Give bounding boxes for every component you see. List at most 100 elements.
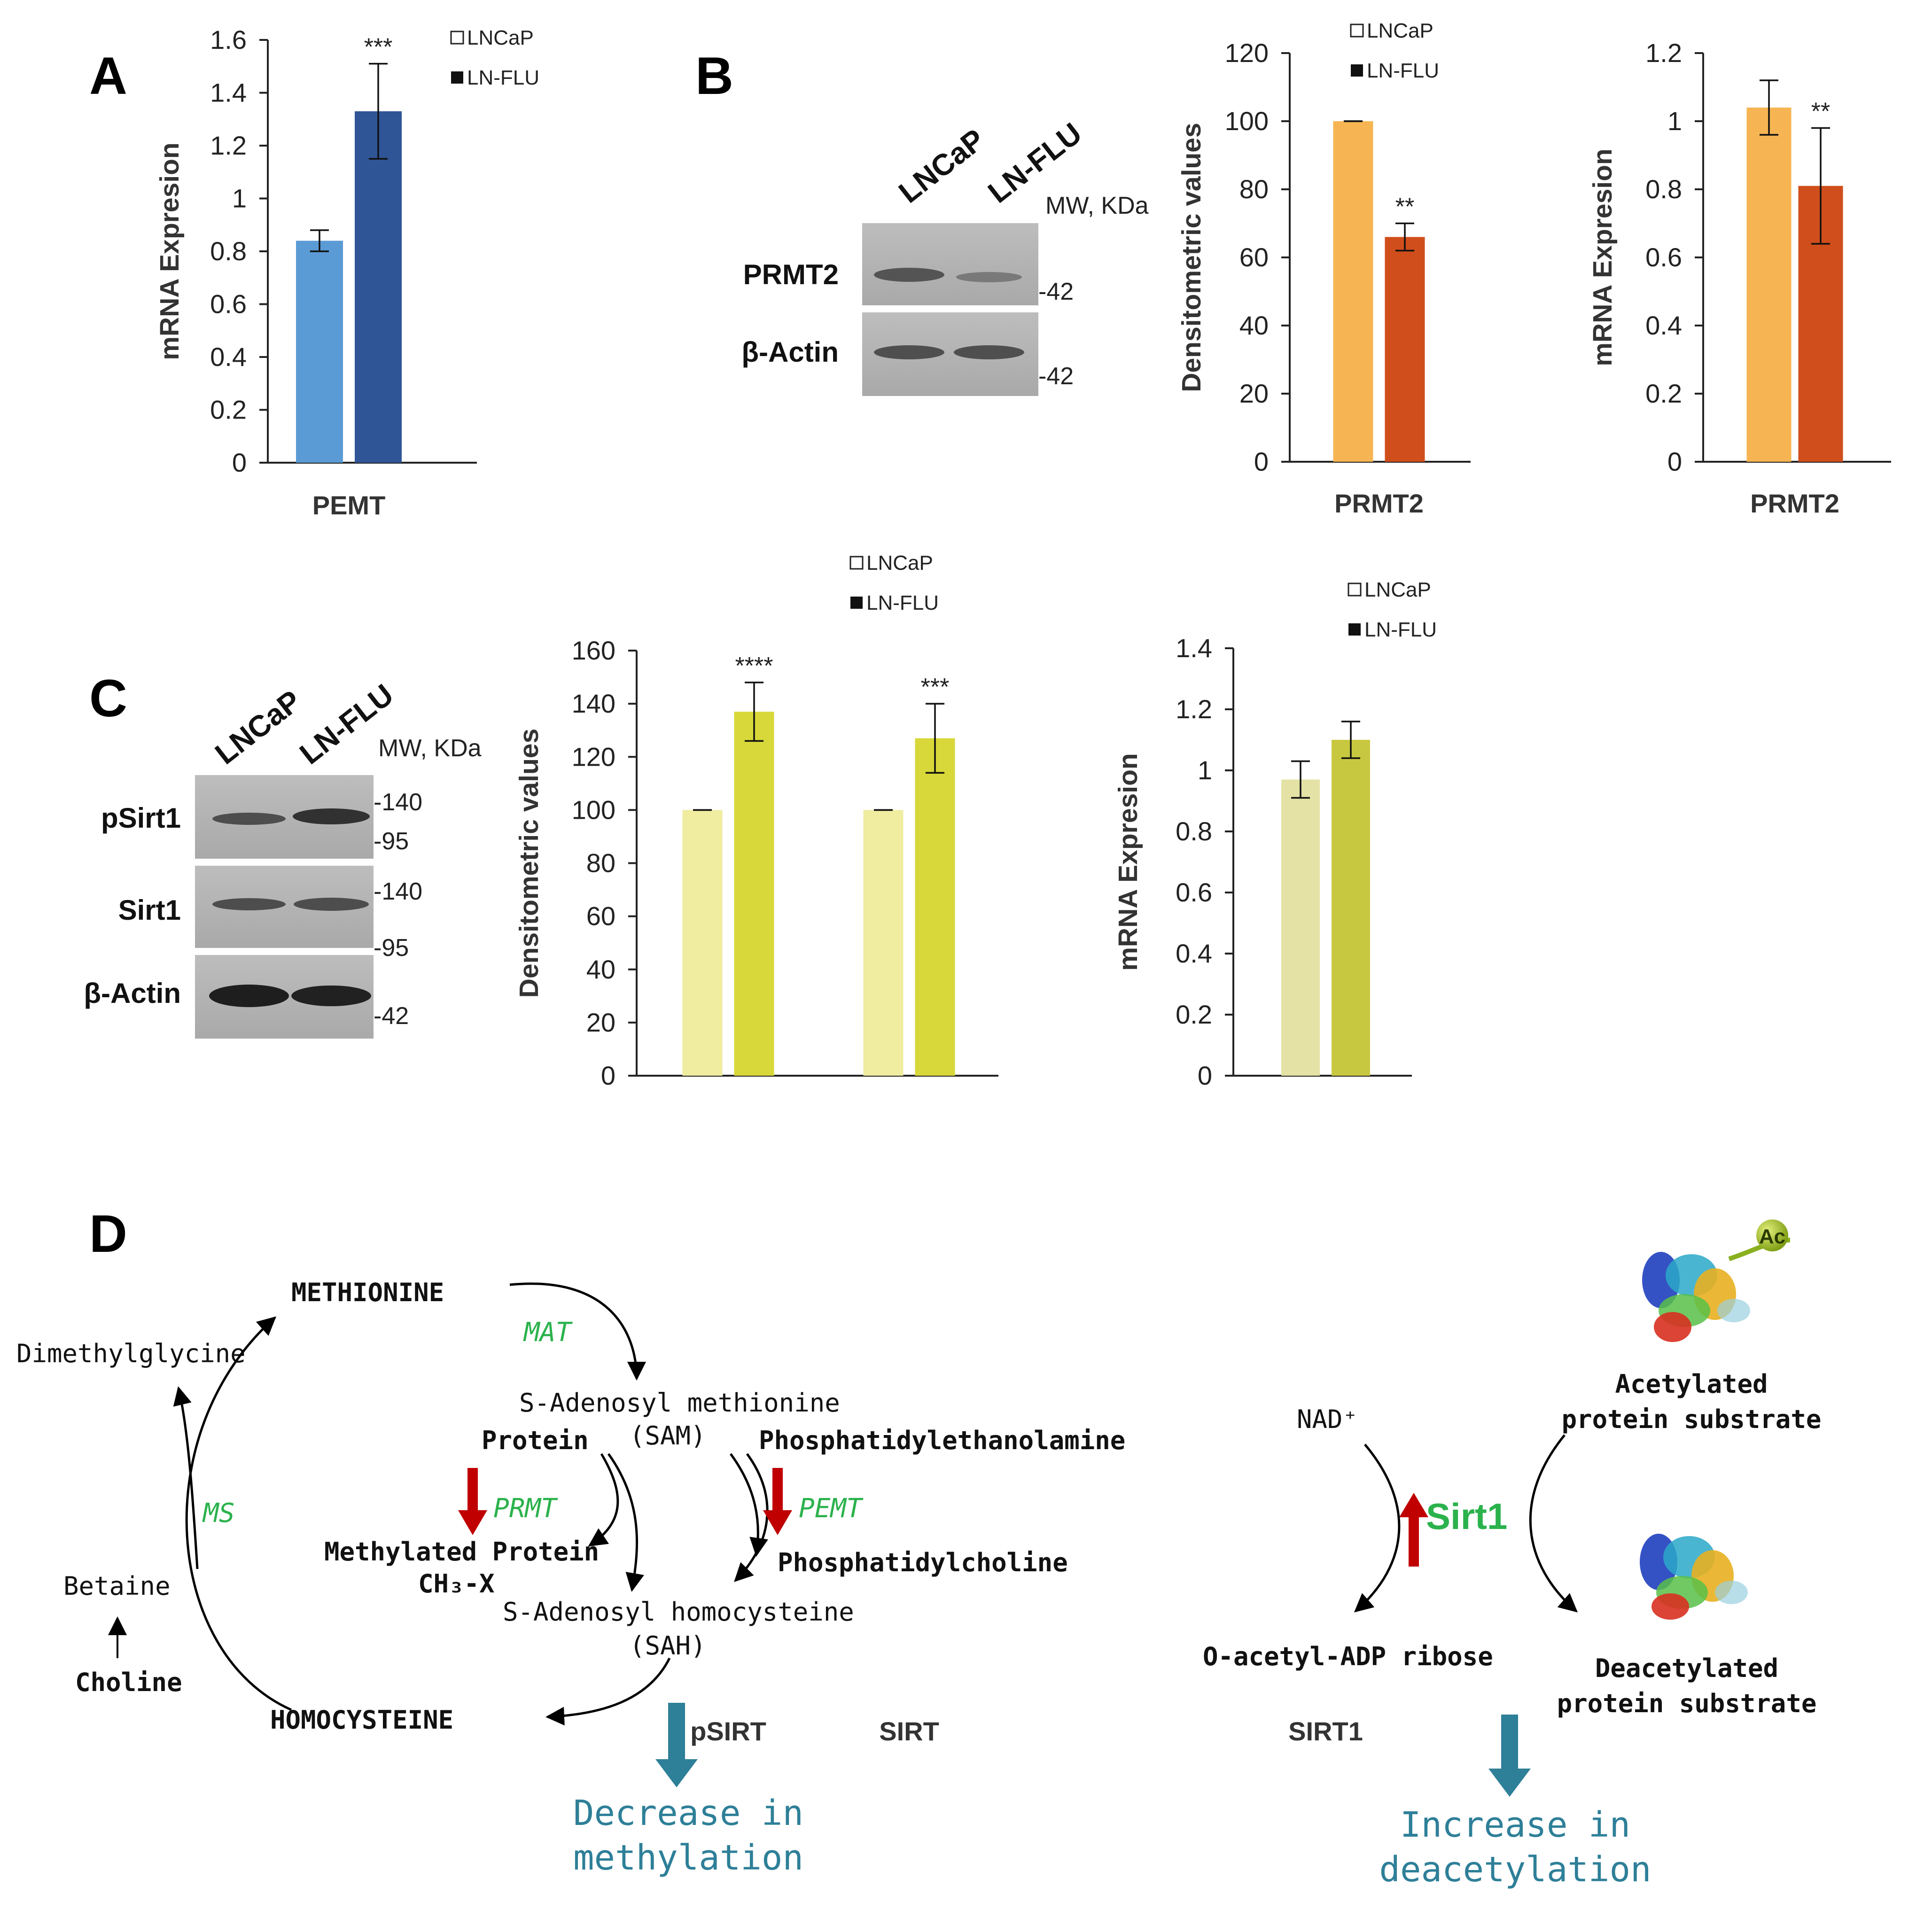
node-acetylated-line2: protein substrate [1562,1405,1822,1434]
node-homocysteine: HOMOCYSTEINE [270,1705,453,1735]
y-tick-label: 0 [1254,447,1269,476]
legend-swatch-lnflu [1351,64,1363,77]
y-tick-label: 0.4 [210,342,247,372]
node-phosphatidylethanolamine: Phosphatidylethanolamine [759,1426,1125,1455]
x-category-label: SIRT [879,1716,939,1746]
arrow-nad-oadpr [1354,1444,1401,1613]
arrow-homocysteine-methionine [185,1316,292,1711]
arrow-acetylated-deacetylated [1529,1434,1578,1613]
acetylated-protein-structure-icon: Ac [1642,1219,1791,1342]
blot-b-mw-42: -42 [1038,278,1074,305]
legend-label-lnflu: LN-FLU [467,66,539,89]
blot-b-band [956,272,1022,282]
node-acetylated-line1: Acetylated [1615,1369,1768,1399]
panel-letter-a: A [89,47,127,105]
node-deacetylated-line1: Deacetylated [1595,1653,1778,1683]
bar [296,241,343,463]
node-phosphatidylcholine: Phosphatidylcholine [778,1548,1068,1577]
significance-label: ** [1811,98,1830,125]
bar [734,712,774,1076]
enzyme-mat: MAT [523,1317,573,1348]
conclusion-increase-line2: deacetylation [1379,1849,1651,1890]
y-axis-label: mRNA Expresion [1588,148,1618,366]
legend-label-lncap: LNCaP [467,26,534,49]
legend-label-lnflu: LN-FLU [1367,59,1439,82]
significance-label: *** [921,674,950,701]
legend-swatch-lnflu [451,71,463,84]
bar [863,810,904,1076]
y-tick-label: 1.2 [1176,694,1212,724]
y-tick-label: 100 [1225,106,1269,136]
blot-c-band [212,813,286,825]
y-tick-label: 20 [1239,379,1269,408]
conclusion-decrease-line2: methylation [573,1838,803,1878]
blot-b-row-actin: β-Actin [741,336,839,368]
significance-label: ** [1395,194,1414,221]
enzyme-prmt: PRMT [493,1493,558,1524]
y-axis-label: mRNA Expresion [1113,753,1143,971]
legend-label-lncap: LNCaP [1364,578,1431,601]
legend-swatch-lncap [1348,582,1362,597]
teal-down-arrow-deacetylation [1488,1715,1531,1797]
conclusion-increase-line1: Increase in [1400,1805,1630,1845]
bar [682,810,723,1076]
node-methionine: METHIONINE [291,1278,444,1307]
x-category-label: SIRT1 [1288,1716,1363,1746]
legend-swatch-lnflu [850,597,863,609]
enzyme-pemt: PEMT [799,1493,864,1524]
blot-c-row-actin: β-Actin [84,978,181,1009]
node-oadpr: O-acetyl-ADP ribose [1203,1642,1493,1671]
arrow-sam-methylprotein [588,1453,619,1547]
blot-c-mw-95: -95 [374,828,409,855]
node-protein: Protein [482,1426,589,1455]
blot-c-band [294,898,369,911]
y-tick-label: 0.8 [1645,174,1682,204]
node-deacetylated-line2: protein substrate [1557,1689,1817,1718]
blot-c-band [212,898,286,910]
y-axis-label: Densitometric values [1176,123,1207,392]
y-tick-label: 60 [1239,242,1269,272]
arrow-sam-pc [729,1453,768,1557]
node-sah-abbrev: (SAH) [630,1631,706,1661]
legend-label-lnflu: LN-FLU [1364,618,1437,641]
y-tick-label: 0 [1667,447,1682,476]
y-tick-label: 1 [1667,106,1682,136]
arrow-sah-homocysteine [545,1657,671,1726]
significance-label: **** [735,652,773,680]
blot-c-row-sirt1: Sirt1 [118,894,181,926]
deacetylated-protein-structure-icon [1640,1534,1748,1620]
x-category-label: pSIRT [690,1716,766,1746]
red-down-arrow-prmt [458,1468,487,1535]
y-tick-label: 0.2 [1176,1000,1212,1029]
y-tick-label: 0.2 [1645,379,1682,408]
y-tick-label: 1.6 [210,25,247,54]
y-tick-label: 20 [586,1008,615,1037]
bar [1385,237,1425,462]
blot-c-mw-title: MW, KDa [378,735,482,762]
legend-swatch-lncap [1350,23,1364,38]
panel-letter-b: B [695,47,733,105]
bar [1332,740,1370,1076]
y-tick-label: 0 [232,448,247,477]
y-tick-label: 0 [1198,1061,1212,1090]
y-tick-label: 1.2 [210,131,247,160]
node-betaine: Betaine [63,1571,171,1601]
y-tick-label: 60 [586,901,615,931]
y-axis-label: mRNA Expresion [155,142,185,360]
teal-down-arrow-methylation [655,1703,698,1787]
red-down-arrow-pemt [763,1468,792,1535]
y-tick-label: 1.2 [1645,38,1682,68]
blot-c-lane-lncap: LNCaP [209,683,307,771]
panel-letter-c: C [89,669,127,728]
blot-c-mw-140: -140 [374,789,422,816]
blot-c-band [293,808,370,824]
y-tick-label: 0.6 [210,289,247,319]
x-category-label: PRMT2 [1334,489,1424,518]
enzyme-ms: MS [202,1498,234,1529]
x-category-label: PRMT2 [1750,489,1839,518]
y-tick-label: 40 [1239,310,1269,340]
